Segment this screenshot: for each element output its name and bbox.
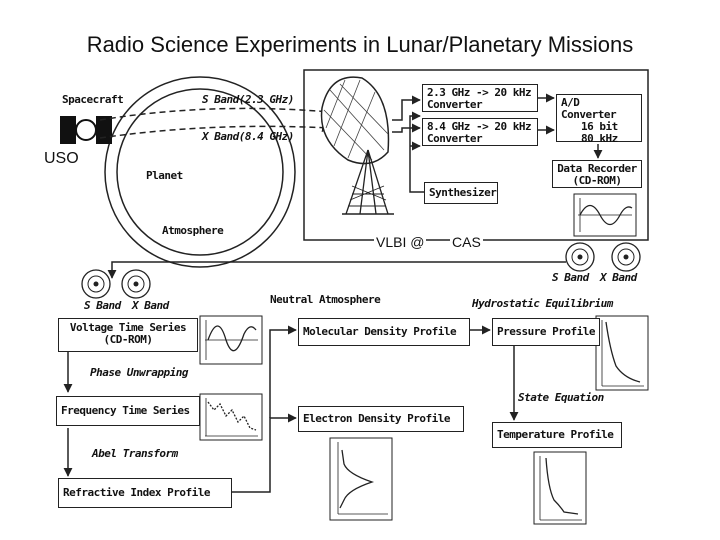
s-band-link-label: S Band(2.3 GHz) <box>202 93 294 106</box>
frequency-plot <box>199 393 263 441</box>
cas-label: CAS <box>450 234 483 250</box>
hydrostatic-equilibrium-label: Hydrostatic Equilibrium <box>472 297 613 310</box>
synthesizer-box: Synthesizer <box>424 182 498 204</box>
uso-label: USO <box>44 150 79 167</box>
vlbi-label: VLBI @ <box>374 234 427 250</box>
atmosphere-label: Atmosphere <box>162 224 224 237</box>
planet-rings <box>104 76 296 268</box>
refractive-index-profile-box: Refractive Index Profile <box>58 478 232 508</box>
disc-icon-x-band-top <box>611 242 641 272</box>
disc-label-s-band-top: S Band <box>552 271 589 284</box>
arrow-refractive-to-molecular <box>269 325 297 418</box>
temperature-profile-box: Temperature Profile <box>492 422 622 448</box>
disc-label-x-band-top: X Band <box>600 271 637 284</box>
frequency-time-series-box: Frequency Time Series <box>56 396 200 426</box>
phase-unwrapping-label: Phase Unwrapping <box>90 366 188 379</box>
synth-to-conv-1 <box>409 111 424 193</box>
pressure-profile-box: Pressure Profile <box>492 318 600 346</box>
dish-antenna-icon <box>320 76 394 215</box>
disc-label-x-band-bottom: X Band <box>132 299 169 312</box>
spacecraft-icon <box>60 116 112 144</box>
state-equation-label: State Equation <box>518 391 604 404</box>
transfer-line <box>107 261 566 279</box>
disc-icon-s-band-top <box>565 242 595 272</box>
voltage-plot <box>199 315 263 365</box>
signal-paths <box>99 106 331 139</box>
x-band-link-label: X Band(8.4 GHz) <box>202 130 294 143</box>
neutral-atmosphere-label: Neutral Atmosphere <box>270 293 381 306</box>
ad-converter-box: A/D Converter 16 bit 80 kHz <box>556 94 642 145</box>
page-title: Radio Science Experiments in Lunar/Plane… <box>86 32 634 57</box>
pressure-plot <box>595 315 649 391</box>
disc-icon-x-band-bottom <box>121 269 151 299</box>
disc-icon-s-band-bottom <box>81 269 111 299</box>
dish-to-converters <box>392 95 421 133</box>
electron-density-plot <box>329 437 393 521</box>
data-recorder-box: Data Recorder (CD-ROM) <box>552 160 642 188</box>
converter-8-4-ghz: 8.4 GHz -> 20 kHz Converter <box>422 118 538 146</box>
temperature-plot <box>533 451 587 525</box>
planet-label: Planet <box>146 169 183 182</box>
converter-2-3-ghz: 2.3 GHz -> 20 kHz Converter <box>422 84 538 112</box>
voltage-time-series-box: Voltage Time Series (CD-ROM) <box>58 318 198 352</box>
arrow-refractive-to-electron <box>232 413 297 493</box>
spacecraft-label: Spacecraft <box>62 93 124 106</box>
abel-transform-label: Abel Transform <box>92 447 178 460</box>
molecular-density-profile-box: Molecular Density Profile <box>298 318 470 346</box>
electron-density-profile-box: Electron Density Profile <box>298 406 464 432</box>
disc-label-s-band-bottom: S Band <box>84 299 121 312</box>
recorder-signal-plot <box>573 193 637 237</box>
